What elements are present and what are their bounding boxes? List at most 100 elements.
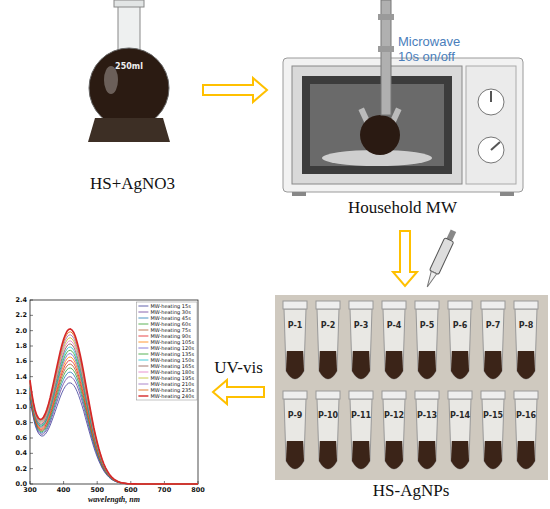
y-tick: [30, 422, 33, 423]
tube-cap: [415, 301, 439, 309]
legend-sample: [138, 306, 148, 307]
legend-entry: MW-heating 240s: [150, 393, 194, 399]
legend-sample: [138, 318, 148, 319]
rod-joint: [378, 46, 394, 52]
tube-liquid: [418, 351, 436, 379]
tube: [514, 391, 538, 469]
tube-liquid: [319, 441, 337, 469]
legend-sample: [138, 354, 148, 355]
tube-liquid: [385, 351, 403, 379]
tube-body: [284, 309, 306, 379]
absorbance-curve: [30, 335, 198, 484]
tube-body: [383, 309, 405, 379]
flask-illustration: [88, 0, 170, 142]
tube-liquid: [484, 351, 502, 379]
flask-in-microwave: [360, 115, 400, 155]
tubes-photo-ground: [275, 295, 548, 480]
flask-stand: [88, 118, 170, 142]
y-tick: [30, 346, 33, 347]
tube-body: [482, 399, 504, 469]
microwave-window: [302, 76, 452, 174]
legend-sample: [138, 395, 148, 396]
tube-label: P-5: [412, 321, 442, 331]
tube-body: [317, 309, 339, 379]
legend-sample: [138, 384, 148, 385]
tube-label: P-16: [511, 411, 541, 421]
flask-bulb: [89, 48, 169, 128]
tube-body: [350, 309, 372, 379]
legend-sample: [138, 366, 148, 367]
tube: [481, 391, 505, 469]
absorbance-curve: [30, 347, 198, 484]
plot-frame: [30, 300, 198, 484]
pipette-icon: [423, 229, 458, 289]
tube-label: P-8: [511, 321, 541, 331]
tube-liquid: [451, 351, 469, 379]
x-tick-label: 500: [85, 486, 109, 494]
legend-entry: MW-heating 180s: [150, 369, 194, 375]
tube-cap: [316, 301, 340, 309]
y-tick-label: 1.8: [0, 342, 27, 350]
legend-sample: [138, 390, 148, 391]
y-tick: [30, 438, 33, 439]
tube-label: P-12: [379, 411, 409, 421]
y-tick-label: 0.0: [0, 480, 27, 488]
x-tick-label: 600: [119, 486, 143, 494]
tube-body: [317, 399, 339, 469]
legend-entry: MW-heating 120s: [150, 345, 194, 351]
tube-rack: [283, 301, 538, 469]
microwave-door: [292, 66, 462, 184]
tube: [415, 301, 439, 379]
y-tick: [30, 315, 33, 316]
legend-entry: MW-heating 195s: [150, 375, 194, 381]
pipette-body: [429, 238, 453, 275]
control-panel: [466, 66, 516, 184]
rod-joint: [378, 14, 394, 20]
dial-pointer: [490, 91, 492, 102]
y-tick-label: 2.0: [0, 327, 27, 335]
tube: [349, 301, 373, 379]
y-tick-label: 0.8: [0, 419, 27, 427]
tube-liquid: [352, 441, 370, 469]
legend-entry: MW-heating 235s: [150, 387, 194, 393]
tube-liquid: [418, 441, 436, 469]
y-tick-label: 0.4: [0, 449, 27, 457]
tube: [415, 391, 439, 469]
y-tick: [30, 484, 33, 485]
legend-sample: [138, 348, 148, 349]
legend-entry: MW-heating 135s: [150, 351, 194, 357]
y-tick: [30, 300, 33, 301]
stage-panel: HS-AgNPs: [272, 292, 550, 509]
x-tick-label: 400: [52, 486, 76, 494]
tube-cap: [481, 301, 505, 309]
flask-neck: [118, 4, 140, 54]
stage-caption: wavelength, nm: [30, 495, 198, 504]
y-tick-label: 1.2: [0, 388, 27, 396]
tube-body: [416, 309, 438, 379]
tube-body: [350, 399, 372, 469]
legend-entry: MW-heating 150s: [150, 357, 194, 363]
tube-cap: [349, 301, 373, 309]
tube-cap: [448, 301, 472, 309]
dial: [478, 137, 504, 163]
tube-liquid: [484, 441, 502, 469]
heating-note: Microwave 10s on/off: [398, 34, 474, 64]
legend-entry: MW-heating 165s: [150, 363, 194, 369]
tube: [382, 301, 406, 379]
y-tick-label: 1.0: [0, 403, 27, 411]
x-tick: [97, 481, 98, 484]
y-tick-label: 0.6: [0, 434, 27, 442]
legend-entry: MW-heating 30s: [150, 309, 190, 315]
tube-cap: [316, 391, 340, 399]
tube-label: P-3: [346, 321, 376, 331]
tube-body: [515, 399, 537, 469]
tube-label: P-14: [445, 411, 475, 421]
legend-sample: [138, 372, 148, 373]
tube-cap: [382, 391, 406, 399]
absorbance-curve: [30, 344, 198, 484]
foot: [292, 192, 306, 196]
tube-liquid: [352, 351, 370, 379]
tube-label: P-15: [478, 411, 508, 421]
